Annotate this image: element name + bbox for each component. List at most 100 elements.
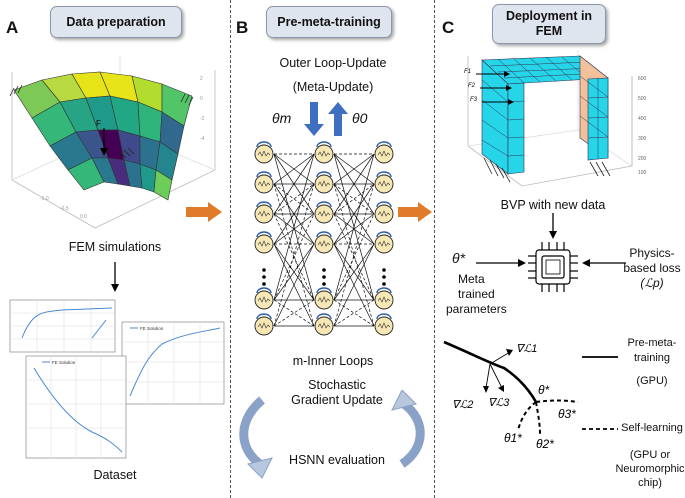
chip-icon <box>528 242 578 292</box>
neuron-node <box>254 171 274 194</box>
ellipsis-dot <box>262 282 266 286</box>
down-arrow-c <box>549 213 557 239</box>
network-edge <box>273 183 315 327</box>
panel-c-header-line1: Deployment in <box>505 9 593 23</box>
ellipsis-dot <box>262 268 266 272</box>
network-edge <box>333 183 375 215</box>
network-edge <box>273 153 315 301</box>
ellipsis-dot <box>382 275 386 279</box>
panel-c-header: Deployment in FEM <box>492 4 606 44</box>
legend-hardware: (GPU or Neuromorphic chip) <box>615 449 685 489</box>
grad-l1-label: ∇ℒ1 <box>516 343 537 355</box>
svg-text:400: 400 <box>638 116 647 122</box>
fem-mesh-plot: 600 500 400 300 200 100 F1 F2 F3 <box>464 50 647 187</box>
inner-loops-label: m-Inner Loops <box>292 354 374 368</box>
network-edge <box>273 183 315 215</box>
ellipsis-dot <box>322 282 326 286</box>
down-arrow-a <box>111 262 119 292</box>
fem-surface-plot: F 20-2-4 -1.0-0.50.0 <box>9 55 216 229</box>
network-edge <box>273 243 315 301</box>
dataset-plots: FE Solution FE Solution <box>9 299 225 459</box>
theta-m-label: θm <box>272 110 292 126</box>
panel-c-letter: C <box>442 18 455 37</box>
theta2-label: θ2* <box>536 437 554 451</box>
svg-text:100: 100 <box>638 170 647 176</box>
panel-b-header: Pre-meta-training <box>266 6 392 38</box>
meta-params-label: Meta trained parameters <box>446 272 507 316</box>
neuron-node <box>314 201 334 224</box>
neuron-node <box>254 287 274 310</box>
hsnn-eval-label: HSNN evaluation <box>289 453 385 467</box>
ellipsis-dot <box>382 268 386 272</box>
network-edge <box>273 299 315 327</box>
network-edge <box>273 213 315 301</box>
network-edge <box>333 243 375 327</box>
network-edge <box>333 183 375 245</box>
sgd-line2: Gradient Update <box>291 393 383 407</box>
network-edge <box>333 183 375 327</box>
network-edge <box>333 183 375 327</box>
plot-legend-front: FE Solution <box>52 360 76 365</box>
network-edge <box>333 299 375 327</box>
arrow-to-chip-right <box>582 259 626 267</box>
theta-0-label: θ0 <box>352 110 368 126</box>
cycle-arrows <box>239 390 425 479</box>
panel-a-header-text: Data preparation <box>66 15 166 29</box>
grad-l2-label: ∇ℒ2 <box>452 399 473 411</box>
neuron-node <box>254 231 274 254</box>
legend-self-learning: Self-learning <box>621 422 683 434</box>
svg-text:600: 600 <box>638 76 647 82</box>
neuron-node <box>374 313 394 336</box>
arrow-to-chip-left <box>476 259 526 267</box>
neuron-node <box>374 231 394 254</box>
neuron-node <box>374 171 394 194</box>
network-edge <box>333 243 375 301</box>
meta-update-arrows <box>304 102 348 136</box>
neuron-node <box>374 141 394 164</box>
legend-dashed-line <box>582 428 618 430</box>
panel-a-header: Data preparation <box>50 6 182 38</box>
neuron-node <box>374 201 394 224</box>
network-edge <box>333 153 375 215</box>
svg-text:300: 300 <box>638 136 647 142</box>
surface-mesh <box>13 71 193 201</box>
network-edge <box>273 153 315 185</box>
network-edge <box>333 153 375 185</box>
network-edge <box>273 243 315 327</box>
network-edge <box>333 213 375 245</box>
svg-text:0.0: 0.0 <box>80 214 87 220</box>
plot-legend-right: FE Solution <box>140 326 164 331</box>
panel-a-letter: A <box>6 18 19 37</box>
network-edge <box>333 299 375 327</box>
panel-b-header-text: Pre-meta-training <box>277 15 381 29</box>
gradient-path-diagram: ∇ℒ1 ∇ℒ2 ∇ℒ3 θ* θ1* θ2* θ3* <box>443 340 579 451</box>
theta3-label: θ3* <box>558 407 576 421</box>
ellipsis-dot <box>262 275 266 279</box>
legend-pre-training: Pre-meta- training (GPU) <box>627 337 677 387</box>
physics-loss-label: Physics- based loss (ℒp) <box>623 246 681 290</box>
force-f2-label: F2 <box>468 83 476 89</box>
network-edge <box>333 153 375 301</box>
grad-l3-label: ∇ℒ3 <box>488 397 510 409</box>
theta1-label: θ1* <box>504 431 522 445</box>
ellipsis-dot <box>322 268 326 272</box>
force-f1-label: F1 <box>464 69 471 75</box>
orange-arrow-bc <box>398 202 432 222</box>
svg-text:500: 500 <box>638 96 647 102</box>
divider-bc <box>434 0 435 498</box>
neuron-node <box>314 313 334 336</box>
force-f3-label: F3 <box>470 97 478 103</box>
network-edge <box>273 153 315 215</box>
neuron-node <box>254 313 274 336</box>
svg-text:-4: -4 <box>200 136 205 142</box>
neuron-node <box>314 287 334 310</box>
svg-text:-2: -2 <box>200 116 205 122</box>
ellipsis-dot <box>322 275 326 279</box>
sgd-line1: Stochastic <box>308 378 366 392</box>
panel-c-header-line2: FEM <box>535 24 563 38</box>
network-edge <box>333 213 375 301</box>
neuron-node <box>254 201 274 224</box>
theta-star-opt-label: θ* <box>538 383 550 397</box>
dataset-label: Dataset <box>93 468 137 482</box>
svg-text:200: 200 <box>638 156 647 162</box>
